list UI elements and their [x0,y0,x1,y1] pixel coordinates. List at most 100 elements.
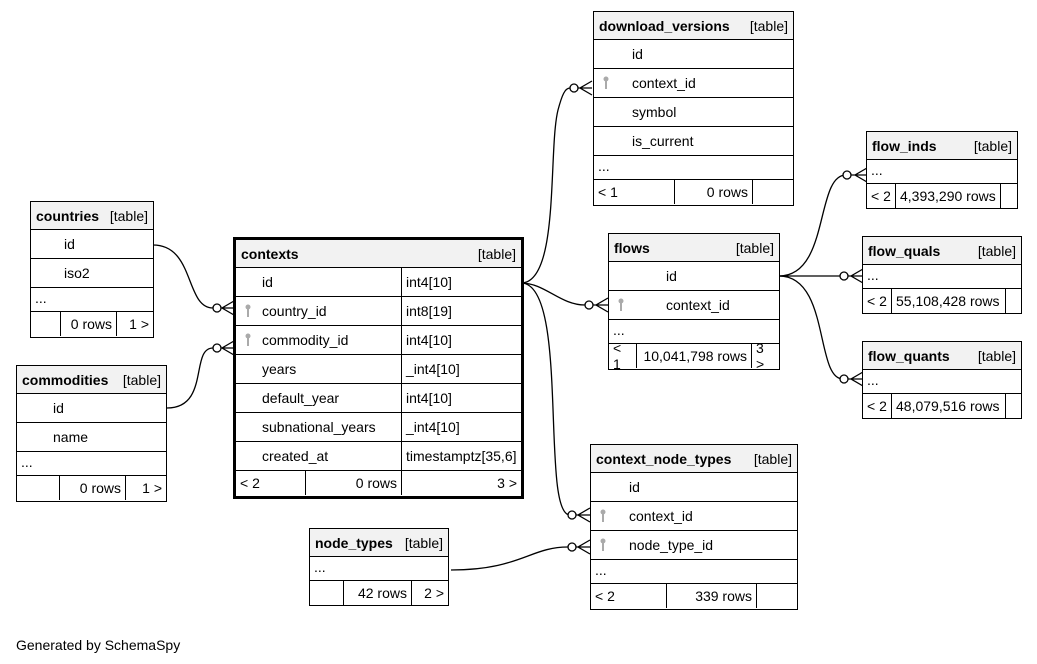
row-count: 10,041,798 rows [637,344,752,368]
table-name: flow_quants [868,347,950,364]
column-row: subnational_years_int4[10] [236,413,521,442]
table-name: commodities [22,371,109,388]
prev-link[interactable]: < 1 [609,340,637,372]
column-name: commodity_id [236,326,402,354]
prev-link[interactable]: < 2 [863,289,892,313]
table-context-node-types[interactable]: context_node_types [table] id context_id… [590,444,798,610]
next-link[interactable] [757,584,797,608]
row-count: 339 rows [667,584,757,608]
row-count: 55,108,428 rows [892,289,1006,313]
column-type: int4[10] [406,390,452,406]
edge-contexts-context-node-types [520,282,571,516]
foreign-key-icon [245,304,251,317]
next-link[interactable]: 3 > [756,340,765,372]
more-columns: ... [863,265,1021,289]
prev-link[interactable]: < 2 [863,394,892,418]
foreign-key-icon [603,76,609,89]
next-link[interactable] [1006,289,1021,313]
more-columns: ... [310,557,448,581]
crow-foot-contexts-country [212,300,235,316]
column-row: id [591,473,797,502]
prev-link[interactable]: < 2 [867,184,896,208]
table-header: countries [table] [31,202,153,230]
table-header: flow_inds [table] [867,132,1017,160]
column-name: years [236,355,402,383]
row-count: 4,393,290 rows [896,184,1001,208]
table-name: download_versions [599,17,730,34]
table-commodities[interactable]: commodities [table] id name ... 0 rows 1… [16,365,167,502]
column-name: symbol [632,104,677,120]
prev-link[interactable] [17,476,60,500]
column-name: id [629,479,640,495]
table-footer: 0 rows 1 > [31,312,153,336]
row-count: 0 rows [675,180,753,204]
table-download-versions[interactable]: download_versions [table] id context_id … [593,11,794,206]
table-header: contexts [table] [236,240,521,268]
column-row: symbol [594,98,793,127]
prev-link[interactable] [310,581,344,605]
table-name: flow_inds [872,137,937,154]
table-flow-inds[interactable]: flow_inds [table] ... < 2 4,393,290 rows [866,131,1018,209]
next-link[interactable]: 2 > [424,585,444,601]
table-type: [table] [735,239,774,256]
prev-link[interactable]: < 2 [236,471,306,495]
column-row: context_id [594,69,793,98]
table-node-types[interactable]: node_types [table] ... 42 rows 2 > [309,528,449,606]
next-link[interactable] [753,180,793,204]
more-columns: ... [594,156,793,180]
edge-flows-flow-quants [778,275,844,380]
row-count: 0 rows [60,476,126,500]
column-name: default_year [236,384,402,412]
foreign-key-icon [245,333,251,346]
table-footer: 42 rows 2 > [310,581,448,605]
table-header: flows [table] [609,234,779,262]
edge-countries-contexts [152,244,214,309]
edge-commodities-contexts [166,347,214,409]
prev-link[interactable] [31,312,61,336]
crow-foot-download-versions [569,80,593,96]
edge-contexts-download-versions [520,87,571,284]
table-header: download_versions [table] [594,12,793,40]
foreign-key-icon [600,538,606,551]
table-type: [table] [404,534,443,551]
next-link[interactable] [1006,394,1021,418]
table-name: contexts [241,245,299,262]
row-count: 0 rows [61,312,117,336]
table-countries[interactable]: countries [table] id iso2 ... 0 rows 1 > [30,201,154,338]
column-row: years_int4[10] [236,355,521,384]
foreign-key-icon [600,509,606,522]
table-flow-quants[interactable]: flow_quants [table] ... < 2 48,079,516 r… [862,341,1022,419]
column-row: is_current [594,127,793,156]
column-name: subnational_years [236,413,402,441]
column-row: context_id [609,291,779,320]
column-type: int4[10] [406,274,452,290]
next-link[interactable] [1001,184,1017,208]
generated-by-label: Generated by SchemaSpy [16,637,181,653]
next-link[interactable]: 1 > [142,480,162,496]
table-footer: < 2 4,393,290 rows [867,184,1017,208]
crow-foot-flow-inds [842,167,868,183]
edge-contexts-flows [520,282,586,306]
prev-link[interactable]: < 1 [594,180,675,204]
crow-foot-flow-quals [839,268,864,284]
table-flows[interactable]: flows [table] id context_id ... < 1 10,0… [608,233,780,372]
table-type: [table] [977,347,1016,364]
next-link[interactable]: 1 > [129,316,149,332]
column-row: node_type_id [591,531,797,560]
table-flow-quals[interactable]: flow_quals [table] ... < 2 55,108,428 ro… [862,236,1022,314]
row-count: 0 rows [306,471,402,495]
more-columns: ... [17,452,166,476]
row-count: 48,079,516 rows [892,394,1006,418]
prev-link[interactable]: < 2 [591,584,667,608]
table-header: node_types [table] [310,529,448,557]
next-link[interactable]: 3 > [497,475,517,491]
column-name: name [53,429,89,445]
more-columns: ... [863,370,1021,394]
table-name: context_node_types [596,450,732,467]
